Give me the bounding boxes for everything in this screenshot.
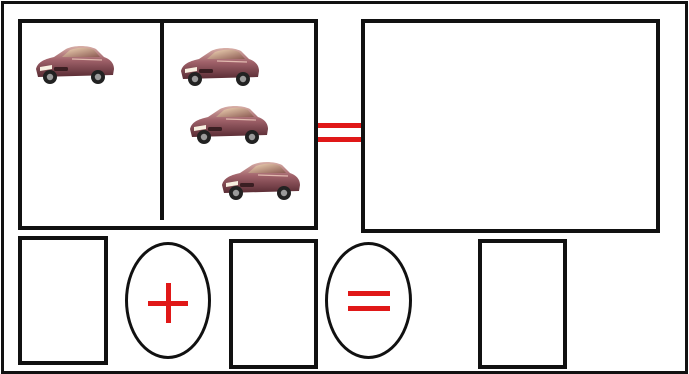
answer-panel[interactable]	[361, 19, 660, 233]
plus-operator	[125, 242, 211, 359]
car-icon	[186, 99, 270, 147]
equals-op-bottom-bar	[348, 306, 390, 311]
first-addend-box[interactable]	[18, 236, 108, 365]
equals-operator	[325, 242, 412, 359]
group-divider	[160, 23, 164, 220]
car-icon	[32, 39, 116, 87]
plus-vertical-bar	[166, 283, 171, 323]
car-icon	[177, 41, 261, 89]
equals-top-bar	[318, 123, 362, 128]
sum-box[interactable]	[478, 239, 567, 369]
counting-panel	[18, 19, 318, 230]
car-icon	[218, 155, 302, 203]
equals-op-top-bar	[348, 291, 390, 296]
equals-bottom-bar	[318, 137, 362, 142]
second-addend-box[interactable]	[229, 239, 318, 369]
